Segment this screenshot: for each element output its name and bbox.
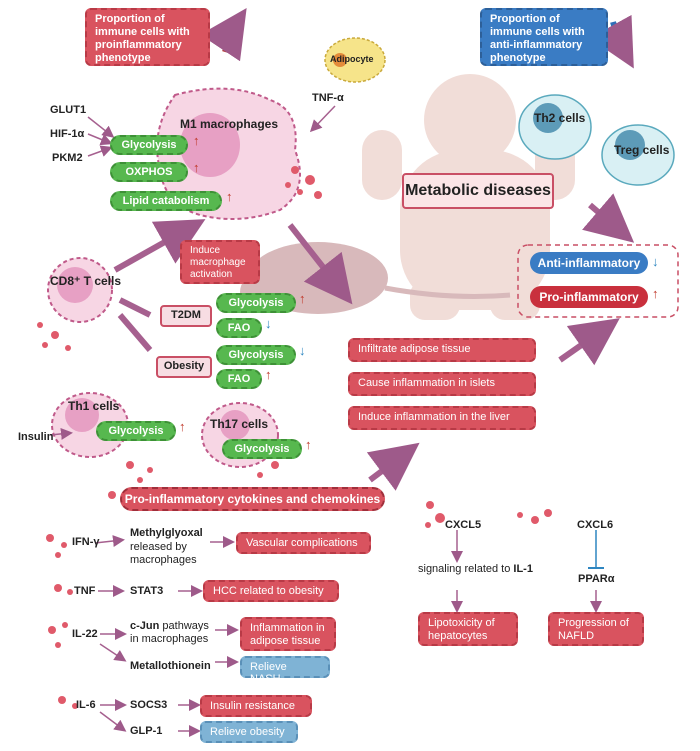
metallothionein-label: Metallothionein xyxy=(130,660,211,672)
th17-glycolysis-pill: Glycolysis xyxy=(222,439,302,459)
up-arrow-icon: ↑ xyxy=(265,367,272,382)
treg-cells-title: Treg cells xyxy=(614,143,670,157)
obesity-fao-pill: FAO xyxy=(216,369,262,389)
hif1a-label: HIF-1α xyxy=(50,128,85,140)
hcc-obesity-box: HCC related to obesity xyxy=(203,580,339,602)
up-arrow-icon: ↑ xyxy=(305,437,312,452)
effect-inflammation-liver: Induce inflammation in the liver xyxy=(348,406,536,430)
t2dm-fao-pill: FAO xyxy=(216,318,262,338)
t2dm-glycolysis-pill: Glycolysis xyxy=(216,293,296,313)
induce-macrophage-box: Induce macrophage activation xyxy=(180,240,260,284)
methylglyoxal-label: Methylglyoxal xyxy=(130,527,203,539)
down-arrow-icon: ↓ xyxy=(299,343,306,358)
glut1-label: GLUT1 xyxy=(50,104,87,116)
cxcl6-label: CXCL6 xyxy=(577,519,614,531)
up-arrow-icon: ↑ xyxy=(226,189,233,204)
tnf-alpha-label: TNF-α xyxy=(312,92,344,104)
up-arrow-icon: ↑ xyxy=(652,286,659,301)
obesity-glycolysis-pill: Glycolysis xyxy=(216,345,296,365)
socs3-label: SOCS3 xyxy=(130,699,168,711)
cxcl5-label: CXCL5 xyxy=(445,519,482,531)
stat3-label: STAT3 xyxy=(130,585,164,597)
cjun-name: c-Jun xyxy=(130,620,160,632)
up-arrow-icon: ↑ xyxy=(299,291,306,306)
insulin-label: Insulin xyxy=(18,431,54,443)
ifn-gamma-label: IFN-γ xyxy=(72,536,100,548)
cjun-label: c-Jun pathways in macrophages xyxy=(130,620,220,646)
up-arrow-icon: ↑ xyxy=(179,419,186,434)
m1-macrophage-title: M1 macrophages xyxy=(180,117,279,131)
vascular-complications-box: Vascular complications xyxy=(236,532,371,554)
th17-cells-title: Th17 cells xyxy=(210,417,269,431)
th1-glycolysis-pill: Glycolysis xyxy=(96,421,176,441)
anti-inflammatory-pill: Anti-inflammatory xyxy=(530,252,648,274)
ppar-alpha-label: PPARα xyxy=(578,573,615,585)
signaling-text: signaling related to xyxy=(418,563,511,575)
down-arrow-icon: ↓ xyxy=(265,316,272,331)
adipocyte-label: Adipocyte xyxy=(330,54,374,64)
tnf-label: TNF xyxy=(74,585,96,597)
cjun-sub: pathways in macrophages xyxy=(130,620,209,645)
pro-inflammatory-pill: Pro-inflammatory xyxy=(530,286,648,308)
th2-cells-title: Th2 cells xyxy=(534,111,586,125)
relieve-obesity-box: Relieve obesity xyxy=(200,721,298,743)
signaling-label: signaling related to IL-1 xyxy=(418,563,538,576)
down-arrow-icon: ↓ xyxy=(652,254,659,269)
metabolic-diseases-box: Metabolic diseases xyxy=(402,173,554,209)
m1-glycolysis-pill: Glycolysis xyxy=(110,135,188,155)
il1-name: IL-1 xyxy=(513,563,533,575)
proinflammatory-proportion-box: Proportion of immune cells with proinfla… xyxy=(85,8,210,66)
m1-oxphos-pill: OXPHOS xyxy=(110,162,188,182)
m1-lipid-catabolism-pill: Lipid catabolism xyxy=(110,191,222,211)
inflammation-adipose-box: Inflammation in adipose tissue xyxy=(240,617,336,651)
relieve-nash-box: Relieve NASH xyxy=(240,656,330,685)
obesity-box: Obesity xyxy=(156,356,212,378)
effect-inflammation-islets: Cause inflammation in islets xyxy=(348,372,536,396)
insulin-resistance-box: Insulin resistance xyxy=(200,695,312,717)
methylglyoxal-sub: released by macrophages xyxy=(130,541,197,566)
effect-infiltrate-adipose: Infiltrate adipose tissue xyxy=(348,338,536,362)
pkm2-label: PKM2 xyxy=(52,152,83,164)
antiinflammatory-proportion-box: Proportion of immune cells with anti-inf… xyxy=(480,8,608,66)
up-arrow-icon: ↑ xyxy=(193,133,200,148)
up-arrow-icon: ↑ xyxy=(193,160,200,175)
cd8-t-cells-title: CD8⁺ T cells xyxy=(50,274,122,288)
il22-label: IL-22 xyxy=(72,628,98,640)
th1-cells-title: Th1 cells xyxy=(68,399,120,413)
glp1-label: GLP-1 xyxy=(130,725,163,737)
lipotoxicity-box: Lipotoxicity of hepatocytes xyxy=(418,612,518,646)
cytokines-banner: Pro-inflammatory cytokines and chemokine… xyxy=(120,487,385,511)
t2dm-box: T2DM xyxy=(160,305,212,327)
nafld-box: Progression of NAFLD xyxy=(548,612,644,646)
il6-label: IL-6 xyxy=(76,699,96,711)
